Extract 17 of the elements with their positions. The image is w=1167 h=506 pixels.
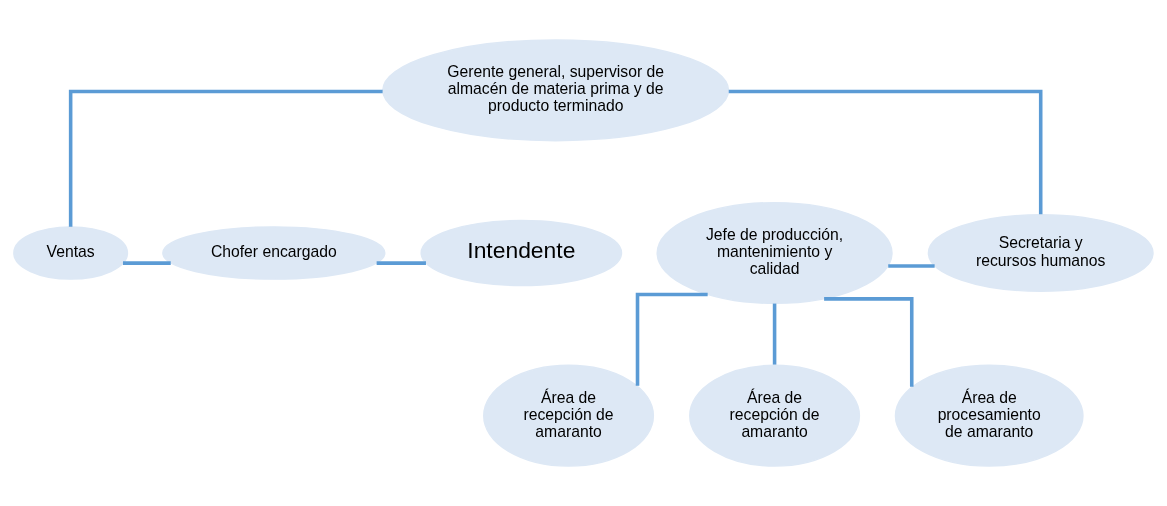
connector	[888, 264, 935, 268]
node-ellipse: Área de recepción de amaranto	[689, 364, 861, 467]
node-ellipse: Área de recepción de amaranto	[483, 364, 655, 467]
node-ellipse: Intendente	[420, 219, 623, 287]
node-ellipse: Jefe de producción, mantenimiento y calidad	[656, 201, 893, 305]
connector	[68, 89, 383, 227]
node-ellipse: Secretaria y recursos humanos	[927, 214, 1154, 292]
node-ellipse: Gerente general, supervisor de almacén de materia prima y de producto terminado	[382, 39, 730, 142]
node-ellipse: Área de procesamiento de amaranto	[894, 364, 1084, 467]
connector	[824, 297, 914, 387]
connector	[772, 303, 777, 365]
connector	[376, 261, 426, 265]
connector	[728, 89, 1043, 215]
connector	[122, 261, 171, 265]
node-ellipse: Chofer encargado	[162, 226, 386, 280]
node-ellipse: Ventas	[13, 226, 129, 280]
connector	[635, 292, 708, 386]
